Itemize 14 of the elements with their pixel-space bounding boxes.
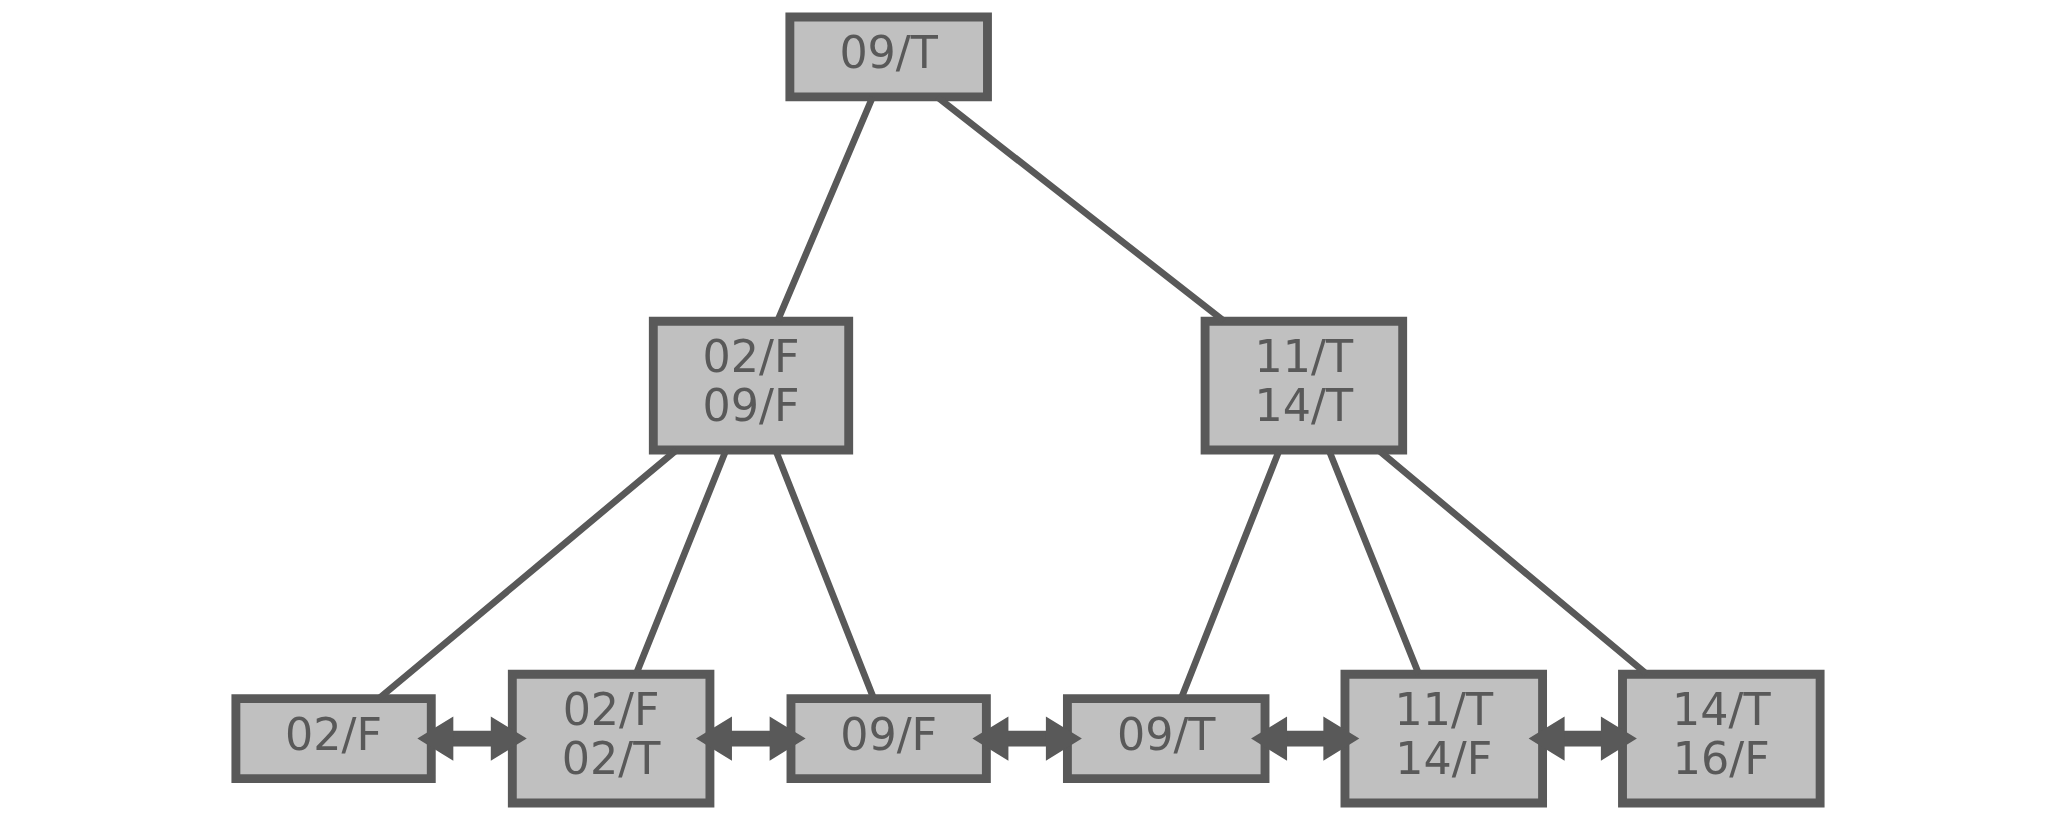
arrow [1251, 716, 1360, 761]
arrow [695, 716, 806, 761]
arrow [972, 716, 1082, 761]
node-box: 02/F [231, 694, 436, 784]
node-box: 09/T [785, 12, 992, 102]
node-box: 11/T 14/T [1200, 316, 1408, 455]
node-box: 02/F 02/T [507, 669, 715, 808]
node-box: 14/T 16/F [1618, 669, 1825, 808]
arrow [417, 716, 527, 761]
node-box: 11/T 14/F [1340, 669, 1547, 808]
arrow [1528, 716, 1637, 761]
node-box: 02/F 09/F [648, 316, 854, 455]
node-box: 09/F [786, 694, 991, 784]
node-box: 09/T [1062, 694, 1270, 784]
